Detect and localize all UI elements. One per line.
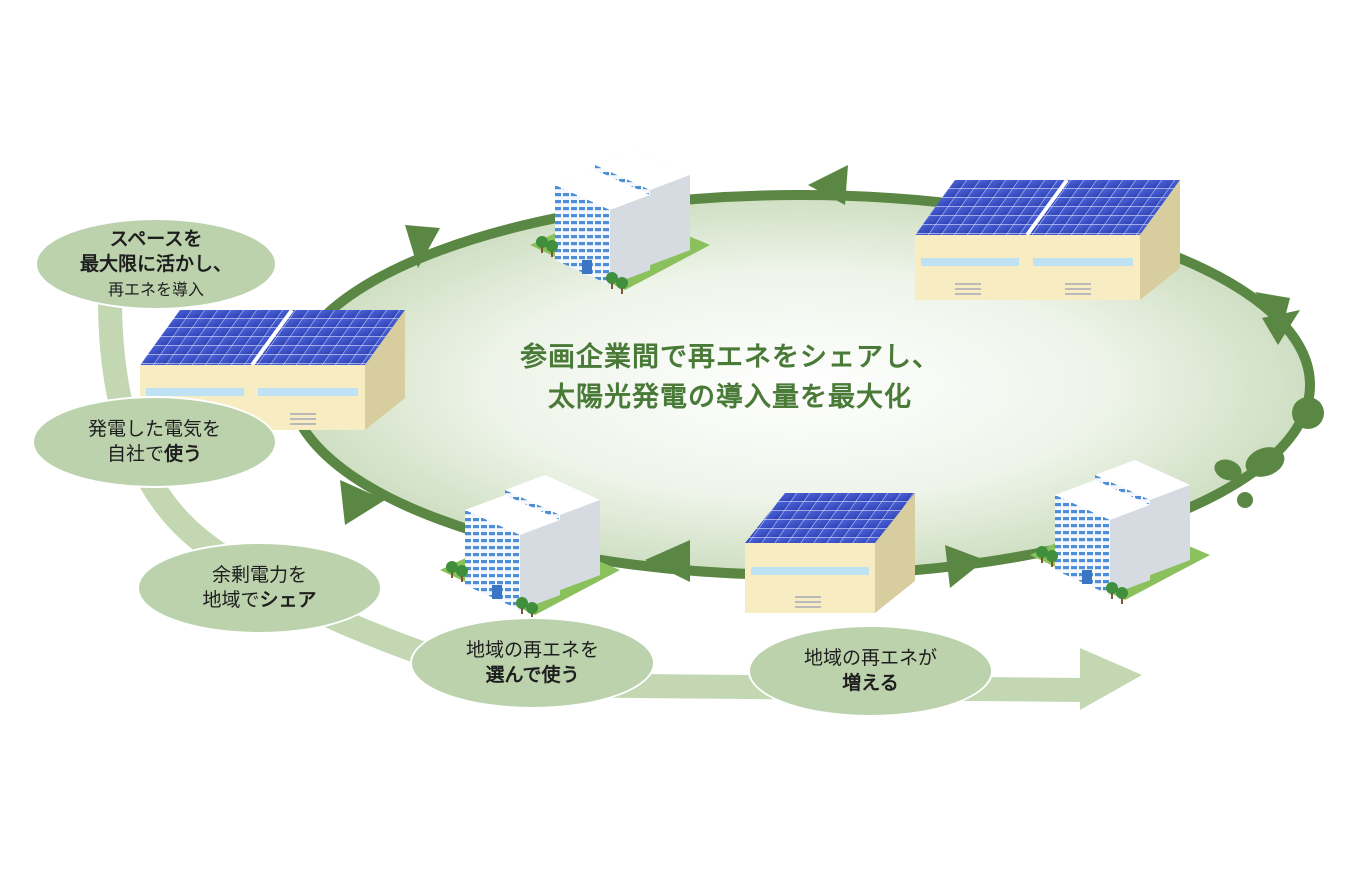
bubble-use-own-bold: 使う (164, 443, 203, 465)
center-caption: 参画企業間で再エネをシェアし、 太陽光発電の導入量を最大化 (430, 338, 1030, 418)
bubble-space-line2: 最大限に活かし、 (79, 252, 232, 275)
center-caption-line1: 参画企業間で再エネをシェアし、 (520, 342, 940, 373)
bubble-choose: 地域の再エネを 選んで使う (410, 617, 655, 709)
bubble-space: スペースを 最大限に活かし、 再エネを導入 (35, 218, 277, 310)
bubble-use-own-line1: 発電した電気を (87, 418, 221, 440)
bubble-share-plain: 地域で (202, 589, 260, 611)
bubble-space-line1: スペースを (109, 227, 203, 250)
cycle-arrow-icon (340, 165, 1300, 588)
bubble-increase-line1: 地域の再エネが (803, 647, 937, 669)
bubble-use-own-line2: 自社で使う (107, 442, 202, 467)
bubble-increase-line2: 増える (842, 672, 899, 694)
bubble-share-bold: シェア (259, 589, 317, 611)
center-caption-line2: 太陽光発電の導入量を最大化 (548, 382, 912, 413)
bubble-space-line3: 再エネを導入 (107, 279, 204, 299)
sprout-icon (1214, 397, 1324, 508)
bubble-choose-line2: 選んで使う (485, 664, 580, 686)
bubble-share-line1: 余剰電力を (211, 564, 307, 586)
bubble-increase: 地域の再エネが 増える (748, 625, 993, 717)
bubble-share-line2: 地域でシェア (202, 588, 316, 613)
bubble-choose-line1: 地域の再エネを (465, 639, 599, 661)
progress-arrow-icon (1080, 648, 1142, 710)
bubble-use-own-plain: 自社で (106, 443, 164, 465)
solar-factory-icon (913, 178, 1182, 302)
bubble-share: 余剰電力を 地域でシェア (137, 542, 382, 634)
bubble-use-own: 発電した電気を 自社で使う (32, 396, 277, 488)
